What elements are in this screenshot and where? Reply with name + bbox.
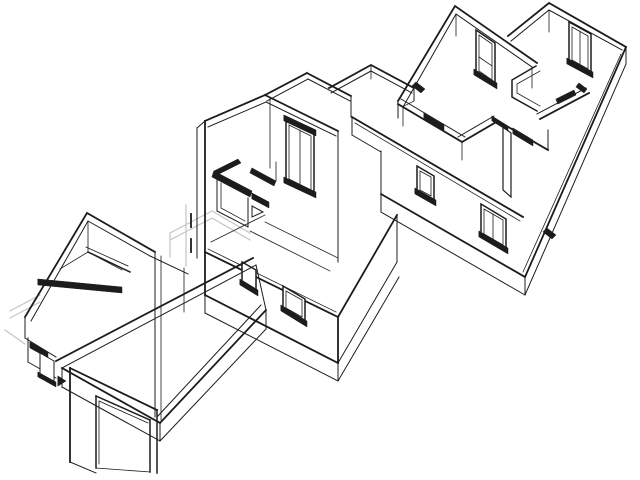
m-window8-sill: [280, 304, 308, 328]
m-back-top-inner: [265, 101, 337, 137]
m-window8-inner: [285, 290, 303, 318]
r-front-wall-top-inner: [354, 122, 521, 222]
m-front-bottom: [203, 293, 340, 365]
r-front-wall-bottom: [379, 192, 527, 279]
r2-window-sill: [566, 57, 594, 79]
walkway-bottom-right: [159, 328, 267, 442]
r-doorstop-mark2: [542, 227, 557, 240]
connector-zig2-inner: [307, 78, 351, 102]
connector-zig1-inner: [266, 78, 309, 102]
r-right-wall-bottom: [524, 63, 627, 296]
r2-window-inner: [571, 26, 589, 70]
connector-zig1-outer: [263, 71, 309, 97]
r2-partition-outer: [538, 91, 591, 121]
r-doorstop-mark1: [575, 82, 588, 94]
l-cut-wall-band: [37, 278, 123, 294]
r-partition1-inner: [400, 98, 466, 138]
m-left-top-inner: [207, 101, 267, 128]
m-right-top: [336, 213, 399, 319]
m-front-top-inner: [207, 248, 337, 313]
r-front-wall-top-outer: [350, 115, 525, 219]
r2-back-wall-top-inner: [510, 9, 623, 51]
r-corridor-inner: [516, 70, 541, 107]
r-doorstop-mark3: [411, 81, 426, 94]
ghost-zig-inner: [169, 217, 251, 241]
r-right-wall-top-outer: [523, 45, 628, 279]
r-front-lower-slab: [380, 211, 526, 296]
m-right-bottom: [337, 261, 398, 364]
l-left-lower-edge: [24, 337, 57, 358]
m-floor-edge1: [249, 230, 331, 272]
walkway-left-inner: [61, 264, 257, 369]
walkway-right-edge: [158, 308, 268, 425]
l-step-mark: [57, 375, 67, 387]
connector-back-inner: [330, 70, 413, 94]
l-porch-sill: [37, 371, 57, 388]
m-door-lintel: [251, 192, 270, 209]
l-partition-inner: [85, 246, 129, 267]
m-back-floor-meet: [264, 221, 339, 259]
m-cut-wall3: [249, 167, 277, 187]
r2-partition-lintel: [555, 89, 577, 105]
m-room-inner: [220, 182, 246, 222]
m-front-top-outer: [203, 250, 340, 319]
walkway-bottom-left: [61, 386, 161, 442]
ghost-left-b: [9, 301, 41, 319]
connector-zig2-outer: [305, 71, 353, 98]
l-garage-open-top: [95, 395, 151, 421]
walkway-right-inner: [156, 304, 262, 418]
l-right-join: [149, 255, 189, 275]
ghost-left-a: [9, 294, 41, 312]
r1-window-rail: [478, 56, 493, 67]
walkway-end-edge: [60, 366, 162, 425]
r-partition3-lintel: [512, 127, 534, 147]
l-partition-outer: [87, 251, 131, 273]
r-partition1-lintel: [423, 112, 445, 132]
m-left-wall-top-join: [196, 120, 206, 129]
r-window3-sill: [414, 187, 437, 207]
ghost-zig-outer: [169, 210, 251, 234]
m-cut-wall2: [213, 158, 242, 176]
r-window3-inner: [419, 170, 432, 197]
r2-back-wall-top-outer: [506, 1, 628, 49]
r1-window-sill: [473, 68, 498, 90]
connector-back-outer: [327, 63, 416, 90]
l-garage-bottom: [69, 461, 97, 474]
r-partition1-outer: [396, 102, 464, 144]
m-cut-wall1: [211, 170, 253, 198]
m-french-door-sill: [283, 176, 317, 199]
m-french-door-head: [283, 114, 317, 137]
ghost-left-c: [4, 329, 26, 345]
m-window7-sill: [239, 278, 259, 297]
l-garage-jamb-top: [98, 400, 149, 424]
walkway-top-short: [255, 264, 267, 311]
m-back-top-outer: [263, 93, 340, 133]
l-top-walls-outer: [23, 211, 157, 319]
r-window4-sill: [478, 230, 509, 255]
r-left-return-line: [351, 134, 382, 153]
r-corridor-outer: [511, 64, 539, 113]
m-door-swing: [251, 205, 265, 218]
m-front-slab: [204, 312, 339, 382]
l-top-walls-inner: [30, 220, 151, 322]
r-door-lintel: [491, 115, 509, 132]
r-back-left-wall-top-outer: [396, 4, 539, 103]
m-floor-edge2: [210, 214, 266, 243]
l-garage-floor: [95, 467, 151, 473]
r-door-leaf: [502, 125, 512, 199]
m-right-slab: [337, 276, 400, 382]
m-left-top-outer: [203, 93, 267, 123]
r-partition2-outer: [460, 119, 500, 144]
m-room-edge-a: [216, 210, 249, 228]
l-garage-top-edge: [68, 366, 159, 412]
r-right-wall-top-inner: [522, 53, 622, 273]
r-partition2-inner: [457, 115, 495, 138]
connector-join: [403, 100, 415, 107]
